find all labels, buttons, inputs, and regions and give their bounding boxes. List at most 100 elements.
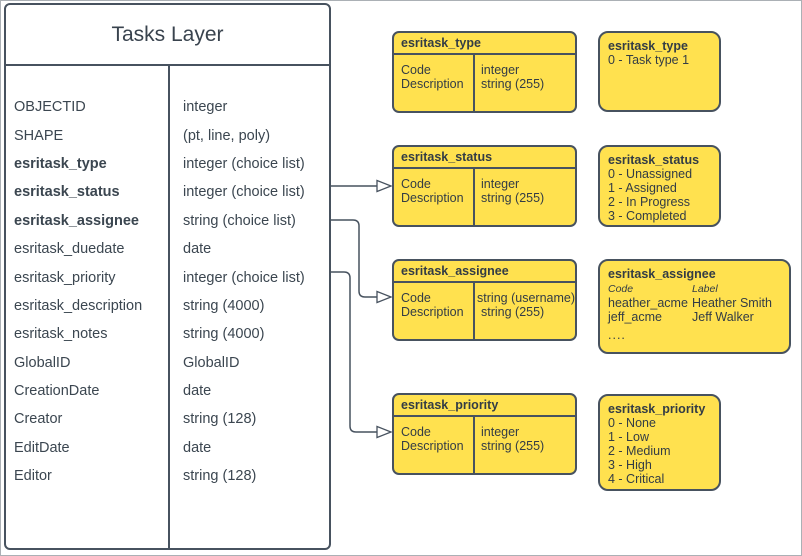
assignee-row: heather_acme Heather Smith	[608, 296, 781, 310]
more-values-ellipsis: ....	[608, 328, 626, 342]
value-list-title: esritask_assignee	[608, 267, 716, 281]
field-row: esritask_notes string (4000)	[6, 320, 329, 348]
field-row: EditDate date	[6, 434, 329, 462]
column-divider	[168, 66, 170, 548]
field-type: string (128)	[183, 411, 257, 428]
connector-priority	[331, 271, 377, 433]
field-type: string (128)	[183, 468, 257, 485]
column-header-label: Label	[692, 283, 718, 295]
field-name: Creator	[14, 411, 63, 428]
field-row: Creator string (128)	[6, 405, 329, 433]
value-list-values: 0 - Task type 1	[608, 53, 711, 67]
field-type: string (4000)	[183, 297, 265, 314]
field-type: string (4000)	[183, 326, 265, 343]
field-name: esritask_type	[14, 155, 107, 172]
field-row: esritask_duedate date	[6, 235, 329, 263]
field-name: CreationDate	[14, 383, 100, 400]
field-name: GlobalID	[14, 354, 71, 371]
field-type: integer (choice list)	[183, 155, 305, 172]
field-name: Editor	[14, 468, 52, 485]
domain-field: Code	[401, 63, 431, 77]
arrowhead-assignee	[376, 290, 393, 304]
domain-type: string (255)	[481, 439, 545, 453]
field-row: GlobalID GlobalID	[6, 349, 329, 377]
value-item: 1 - Low	[608, 430, 649, 444]
value-item: 3 - Completed	[608, 209, 687, 223]
value-list-title: esritask_status	[608, 153, 700, 167]
field-name: esritask_priority	[14, 269, 116, 286]
value-item: 2 - Medium	[608, 444, 671, 458]
field-type: date	[183, 383, 212, 400]
field-name: SHAPE	[14, 127, 64, 144]
value-item: 4 - Critical	[608, 472, 665, 486]
value-item: 0 - Unassigned	[608, 167, 693, 181]
domain-field: Description	[401, 191, 464, 205]
domain-column-divider	[473, 283, 475, 339]
value-list-type: esritask_type 0 - Task type 1	[598, 31, 721, 112]
domain-field: Description	[401, 305, 464, 319]
field-row: esritask_status integer (choice list)	[6, 178, 329, 206]
domain-type: integer	[481, 63, 520, 77]
assignee-code: jeff_acme	[608, 310, 662, 324]
field-row: esritask_type integer (choice list)	[6, 150, 329, 178]
domain-type: string (username)	[477, 291, 575, 305]
field-row: esritask_assignee string (choice list)	[6, 207, 329, 235]
assignee-code: heather_acme	[608, 296, 688, 310]
domain-type: string (255)	[481, 305, 545, 319]
field-name: EditDate	[14, 439, 70, 456]
value-item: 3 - High	[608, 458, 652, 472]
field-row: esritask_priority integer (choice list)	[6, 263, 329, 291]
domain-column-divider	[473, 169, 475, 225]
domain-field: Code	[401, 425, 431, 439]
domain-row: Description string (255)	[394, 77, 575, 91]
field-name: esritask_assignee	[14, 212, 139, 229]
domain-row: Description string (255)	[394, 191, 575, 205]
field-type: GlobalID	[183, 354, 240, 371]
domain-field: Description	[401, 77, 464, 91]
value-item: 2 - In Progress	[608, 195, 690, 209]
arrowhead-priority	[376, 425, 393, 439]
field-type: (pt, line, poly)	[183, 127, 271, 144]
field-row: SHAPE (pt, line, poly)	[6, 121, 329, 149]
domain-type: string (255)	[481, 77, 545, 91]
domain-column-divider	[473, 417, 475, 473]
value-list-title: esritask_type	[608, 39, 688, 53]
field-name: esritask_notes	[14, 326, 108, 343]
value-item: 0 - None	[608, 416, 656, 430]
domain-table-title: esritask_type	[394, 33, 575, 55]
assignee-label: Heather Smith	[692, 296, 772, 310]
field-row: Editor string (128)	[6, 462, 329, 490]
domain-table-title: esritask_status	[394, 147, 575, 169]
field-type: integer (choice list)	[183, 184, 305, 201]
domain-table-title: esritask_assignee	[394, 261, 575, 283]
tasks-layer-table: Tasks Layer OBJECTID integer SHAPE (pt, …	[4, 3, 331, 550]
field-name: esritask_duedate	[14, 241, 125, 258]
field-name: OBJECTID	[14, 99, 86, 116]
field-type: date	[183, 241, 212, 258]
domain-row: Code integer	[394, 63, 575, 77]
field-row: OBJECTID integer	[6, 93, 329, 121]
field-name: esritask_status	[14, 184, 120, 201]
domain-table-title: esritask_priority	[394, 395, 575, 417]
domain-type: string (255)	[481, 191, 545, 205]
value-list-title: esritask_priority	[608, 402, 706, 416]
connector-assignee	[331, 219, 377, 298]
